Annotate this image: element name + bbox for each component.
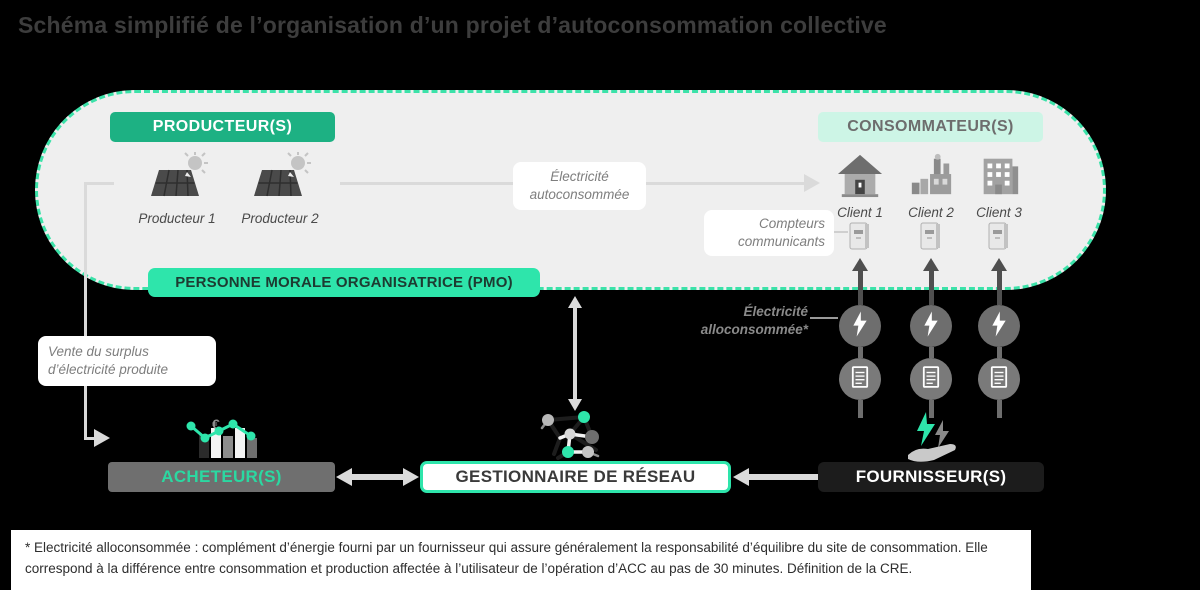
client-1: Client 1 xyxy=(825,152,895,220)
electricity-badge xyxy=(910,305,952,347)
electricity-badge xyxy=(839,305,881,347)
invoice-icon xyxy=(990,365,1008,394)
arrowhead-right-icon xyxy=(804,174,820,192)
chain-link xyxy=(996,347,1002,358)
arrowhead-up-icon xyxy=(991,258,1007,271)
supply-tail xyxy=(928,400,934,418)
lightning-icon xyxy=(989,310,1009,343)
chain-link xyxy=(857,347,863,358)
arrowhead-left-icon xyxy=(733,468,749,486)
producer-1: Producteur 1 xyxy=(130,152,224,226)
consommateurs-badge: CONSOMMATEUR(S) xyxy=(818,112,1043,142)
footnote: * Electricité alloconsommée : complément… xyxy=(11,530,1031,590)
lightning-icon xyxy=(850,310,870,343)
smart-meters-label: Compteurs communicants xyxy=(704,210,834,257)
solar-panel-icon xyxy=(248,152,312,208)
fournisseurs-box: FOURNISSEUR(S) xyxy=(818,462,1044,492)
client-2-supply-chain xyxy=(909,221,953,418)
invoice-icon xyxy=(851,365,869,394)
smart-meter-icon xyxy=(919,221,943,256)
surplus-line-vertical xyxy=(84,182,87,438)
supply-line xyxy=(857,271,863,305)
svg-text:€: € xyxy=(212,416,220,432)
producteurs-badge: PRODUCTEUR(S) xyxy=(110,112,335,142)
invoice-badge xyxy=(910,358,952,400)
alloconsumption-label: Électricité alloconsommée* xyxy=(700,304,808,337)
chain-link xyxy=(928,347,934,358)
client-1-supply-chain xyxy=(838,221,882,418)
gestionnaire-box: GESTIONNAIRE DE RÉSEAU xyxy=(420,461,731,493)
arrowhead-down-icon xyxy=(568,399,582,411)
client-3-supply-chain xyxy=(977,221,1021,418)
acheteur-gestionnaire-line xyxy=(350,474,406,480)
page-title: Schéma simplifié de l’organisation d’un … xyxy=(18,12,887,38)
pmo-badge: PERSONNE MORALE ORGANISATRICE (PMO) xyxy=(148,268,540,297)
arrowhead-up-icon xyxy=(568,296,582,308)
producer-label: Producteur 2 xyxy=(241,211,319,226)
network-graph-icon xyxy=(538,408,606,465)
invoice-icon xyxy=(922,365,940,394)
building-icon xyxy=(976,158,1022,202)
client-label: Client 1 xyxy=(837,205,883,220)
arrowhead-right-icon xyxy=(403,468,419,486)
arrowhead-left-icon xyxy=(336,468,352,486)
supply-tail xyxy=(857,400,863,418)
acheteurs-box: ACHETEUR(S) xyxy=(108,462,335,492)
invoice-badge xyxy=(978,358,1020,400)
lightning-icon xyxy=(921,310,941,343)
client-label: Client 3 xyxy=(976,205,1022,220)
arrowhead-up-icon xyxy=(852,258,868,271)
hand-energy-icon xyxy=(898,410,962,469)
house-icon xyxy=(837,154,883,202)
euro-chart-icon: € xyxy=(185,414,259,463)
supply-tail xyxy=(996,400,1002,418)
smart-meter-icon xyxy=(987,221,1011,256)
electricity-badge xyxy=(978,305,1020,347)
autoconsumption-flow-label: Électricité autoconsommée xyxy=(513,162,646,211)
supply-line xyxy=(928,271,934,305)
supply-line xyxy=(996,271,1002,305)
invoice-badge xyxy=(839,358,881,400)
client-3: Client 3 xyxy=(964,152,1034,220)
producer-label: Producteur 1 xyxy=(138,211,216,226)
arrowhead-up-icon xyxy=(923,258,939,271)
pmo-grid-link-line xyxy=(573,307,577,400)
surplus-line-bottom xyxy=(84,437,96,440)
client-label: Client 2 xyxy=(908,205,954,220)
surplus-sale-label: Vente du surplus d’électricité produite xyxy=(38,336,216,387)
fournisseur-gestionnaire-line xyxy=(747,474,818,480)
producer-2: Producteur 2 xyxy=(233,152,327,226)
surplus-line-top xyxy=(84,182,114,185)
solar-panel-icon xyxy=(145,152,209,208)
arrowhead-right-icon xyxy=(94,429,110,447)
alloconsumption-pointer-line xyxy=(810,317,838,319)
factory-icon xyxy=(908,153,954,202)
smart-meter-icon xyxy=(848,221,872,256)
client-2: Client 2 xyxy=(896,152,966,220)
